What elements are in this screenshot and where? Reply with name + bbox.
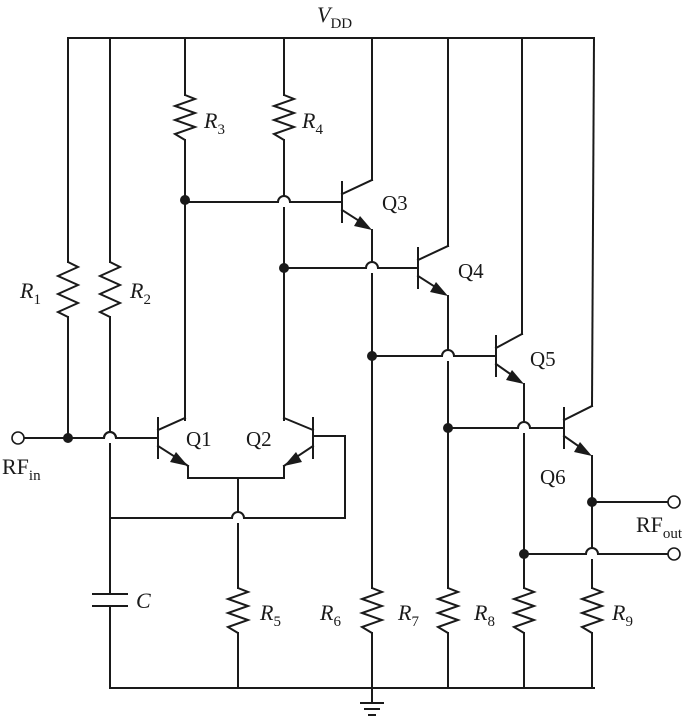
transistor-q5 <box>367 37 532 589</box>
r3-label: R3 <box>203 108 225 138</box>
transistor-q3 <box>180 37 380 589</box>
r8-label: R8 <box>473 600 495 630</box>
resistor-r4 <box>270 37 298 421</box>
r1-label: R1 <box>19 278 41 308</box>
q4-label: Q4 <box>458 259 484 283</box>
ground-symbol <box>360 687 384 716</box>
transistor-q1 <box>156 416 190 479</box>
c-label: C <box>136 588 151 613</box>
q5-label: Q5 <box>530 347 556 371</box>
r2-label: R2 <box>129 278 151 308</box>
q1-label: Q1 <box>186 427 212 451</box>
resistor-r2 <box>97 37 123 595</box>
rf-in-label: RFin <box>2 454 41 484</box>
r5-label: R5 <box>259 600 281 630</box>
r9-label: R9 <box>611 600 633 630</box>
transistor-q2 <box>109 416 346 520</box>
resistor-r7 <box>434 587 462 689</box>
r4-label: R4 <box>301 108 323 138</box>
r6-label: R6 <box>319 600 341 630</box>
capacitor-c <box>92 593 128 689</box>
r7-label: R7 <box>397 600 419 630</box>
rf-in-port <box>11 431 159 445</box>
resistor-r9 <box>578 587 606 689</box>
transistor-q6 <box>443 36 600 589</box>
resistor-r3 <box>171 37 199 421</box>
transistor-q4 <box>279 37 456 589</box>
q2-label: Q2 <box>246 427 272 451</box>
resistor-r1 <box>55 37 81 439</box>
vdd-label: VDD <box>317 2 352 32</box>
resistor-r8 <box>510 587 538 689</box>
resistor-r5 <box>187 477 285 689</box>
q6-label: Q6 <box>540 465 566 489</box>
rf-out-port <box>523 495 681 561</box>
q3-label: Q3 <box>382 191 408 215</box>
resistor-r6 <box>358 587 386 689</box>
rf-out-label: RFout <box>636 512 683 542</box>
